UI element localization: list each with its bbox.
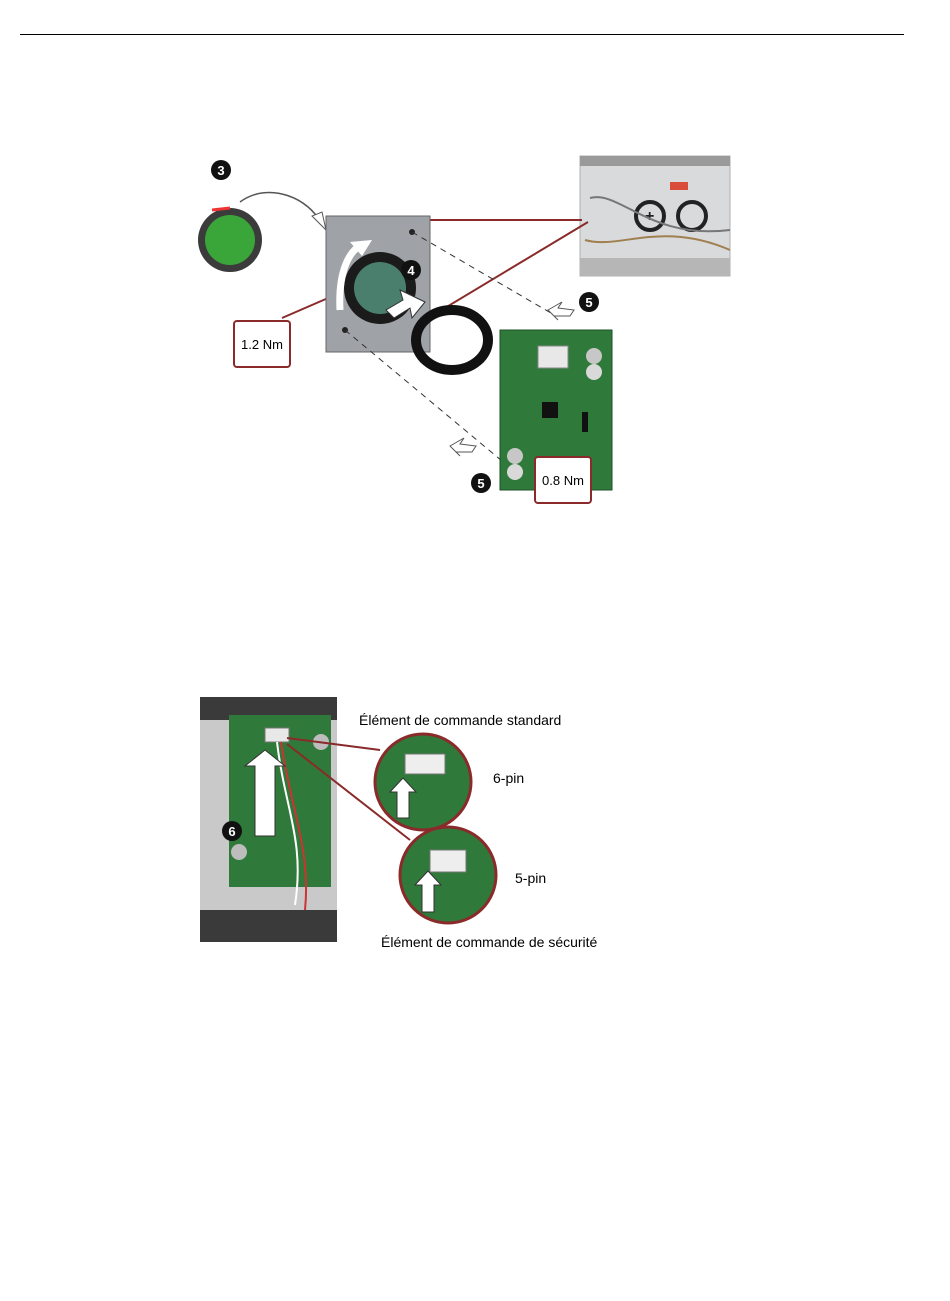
label-safety-element: Élément de commande de sécurité (381, 934, 597, 950)
connector-figure: 6 Élément de commande standard 6-pin 5-p… (195, 690, 625, 960)
zoom-5pin (400, 827, 496, 923)
panel-photo-inset: + (580, 156, 730, 276)
callout-3: 3 (211, 160, 231, 180)
assembly-figure-top: + (190, 150, 750, 510)
callout-4: 4 (401, 260, 421, 280)
green-button (198, 208, 262, 272)
label-5pin: 5-pin (515, 870, 546, 886)
callout-5-top: 5 (579, 292, 599, 312)
callout-5-bottom: 5 (471, 473, 491, 493)
label-6pin: 6-pin (493, 770, 524, 786)
torque-label-board: 0.8 Nm (534, 456, 592, 504)
header-rule (20, 34, 904, 35)
callout-6: 6 (222, 821, 242, 841)
label-standard-element: Élément de commande standard (359, 712, 561, 728)
zoom-6pin (375, 734, 471, 830)
connector-photo (200, 697, 337, 942)
torque-label-frame: 1.2 Nm (233, 320, 291, 368)
connector-illustration (195, 690, 625, 960)
